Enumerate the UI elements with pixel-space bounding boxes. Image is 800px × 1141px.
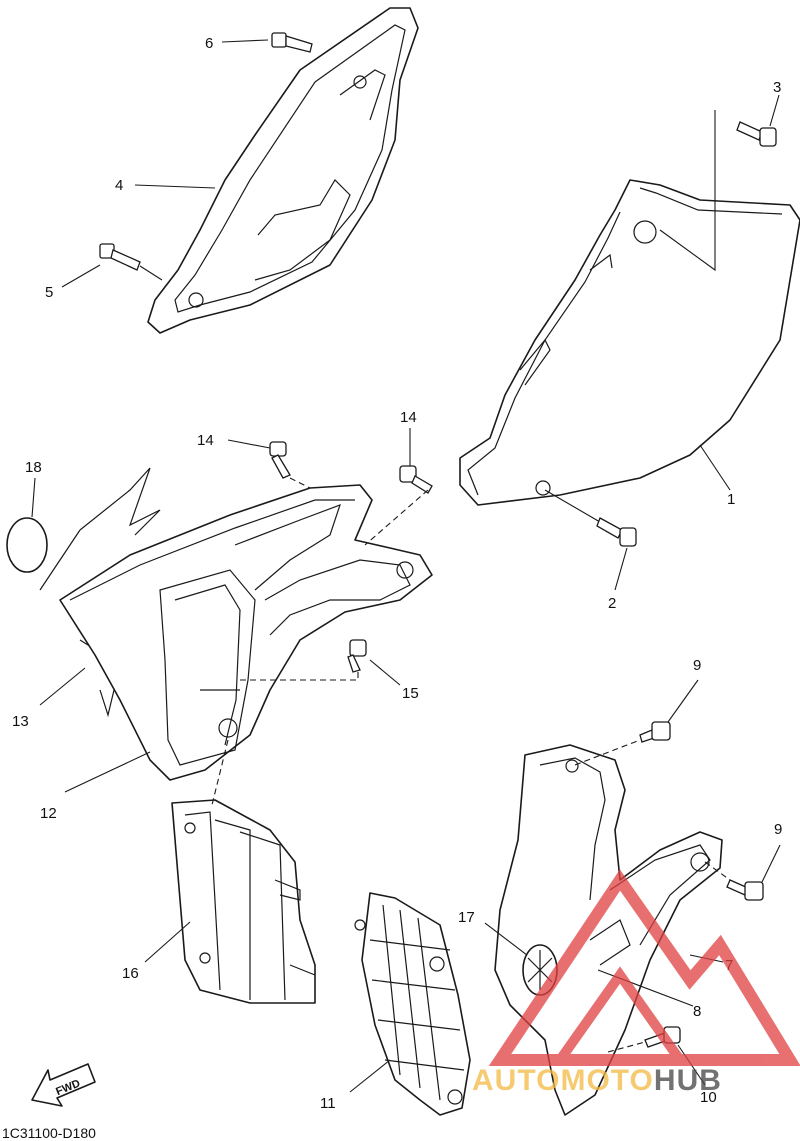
- callout-6: 6: [205, 35, 213, 52]
- callout-2: 2: [608, 595, 616, 612]
- callout-17: 17: [458, 909, 475, 926]
- callout-14-left: 14: [197, 432, 214, 449]
- part-13-decal: 13: [12, 467, 161, 730]
- bolt-14-center: 14: [364, 409, 433, 546]
- bolt-6: 6: [205, 32, 313, 53]
- bolt-2: 2: [544, 489, 637, 612]
- part-4-side-cover-upper: [147, 7, 419, 334]
- callout-9-right: 9: [774, 821, 782, 838]
- watermark-text-b: HUB: [654, 1064, 722, 1097]
- watermark-inner-triangle-icon: [555, 966, 685, 1063]
- bolt-9-top: 9: [574, 657, 701, 766]
- bolt-14-left: 14: [197, 432, 311, 489]
- callout-13: 13: [12, 713, 29, 730]
- part-12-radiator-shroud: 12: [40, 484, 433, 822]
- diagram-code: 1C31100-D180: [2, 1125, 96, 1141]
- callout-5: 5: [45, 284, 53, 301]
- part-1-side-cover-right: 1: [459, 110, 800, 508]
- callout-8: 8: [693, 1003, 701, 1020]
- callout-15: 15: [402, 685, 419, 702]
- callout-10: 10: [700, 1089, 717, 1106]
- bolt-15: 15: [240, 639, 419, 702]
- bolt-5: 5: [45, 243, 163, 301]
- leader-4: [134, 184, 216, 189]
- callout-9-top: 9: [693, 657, 701, 674]
- callout-16: 16: [122, 965, 139, 982]
- bolt-9-right: 9: [704, 821, 782, 901]
- part-7-lower-shroud: 7: [494, 744, 733, 1116]
- callout-4: 4: [115, 177, 123, 194]
- callout-3: 3: [773, 79, 781, 96]
- fwd-direction-arrow: FWD: [31, 1063, 96, 1107]
- part-11-radiator-grille: 11: [320, 892, 471, 1116]
- watermark-triangle-icon: [488, 869, 800, 1066]
- watermark-logo: AUTOMOTOHUB: [472, 869, 800, 1097]
- part-16-radiator-guard: 16: [122, 739, 316, 1004]
- callout-1: 1: [727, 491, 735, 508]
- watermark-text-a: AUTOMOTO: [472, 1064, 654, 1097]
- callout-11: 11: [320, 1095, 336, 1112]
- bolt-3: 3: [736, 79, 781, 147]
- part-18-emblem: 18: [6, 459, 48, 573]
- callout-18: 18: [25, 459, 42, 476]
- callout-14-center: 14: [400, 409, 417, 426]
- watermark-text: AUTOMOTOHUB: [472, 1064, 722, 1097]
- callout-12: 12: [40, 805, 57, 822]
